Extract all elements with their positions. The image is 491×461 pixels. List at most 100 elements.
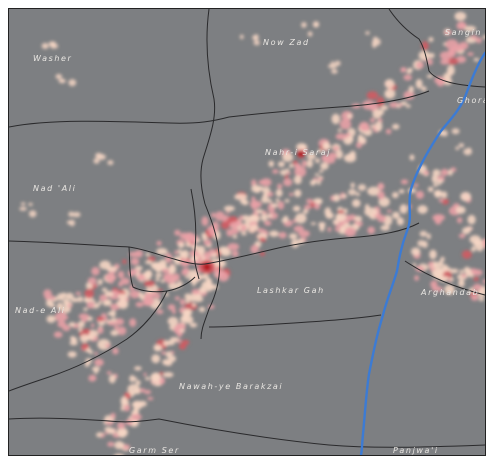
density-patch	[156, 309, 164, 315]
density-patch	[139, 388, 146, 393]
density-patch	[415, 190, 424, 199]
density-patch	[346, 113, 353, 119]
density-patch	[304, 204, 312, 210]
density-patch	[354, 215, 363, 222]
density-patch	[133, 401, 143, 410]
density-patch	[406, 69, 412, 74]
density-patch	[328, 152, 338, 160]
density-patch	[346, 229, 352, 234]
density-patch	[460, 191, 472, 202]
density-patch	[306, 159, 313, 168]
density-patch	[277, 161, 285, 168]
density-patch	[415, 265, 425, 272]
density-patch	[446, 65, 455, 76]
density-patch	[482, 279, 485, 284]
density-patch	[174, 250, 179, 255]
density-patch	[171, 308, 176, 315]
density-patch	[380, 225, 390, 231]
density-patch	[301, 160, 307, 168]
density-patch	[118, 429, 128, 438]
density-patch	[107, 311, 113, 316]
density-patch	[289, 233, 298, 240]
map-frame: Washer Now Zad Sangin Ghorak Nahr-i Sara…	[8, 8, 486, 456]
density-patch	[337, 210, 345, 214]
density-patch	[114, 325, 119, 330]
density-patch	[367, 186, 381, 196]
density-patch	[106, 371, 112, 375]
density-patch	[70, 297, 80, 303]
density-patch	[392, 211, 400, 219]
density-patch	[41, 42, 49, 50]
density-patch	[447, 169, 453, 176]
density-patch	[335, 133, 347, 140]
density-patch	[277, 183, 283, 190]
border-line	[228, 90, 430, 118]
density-patch	[106, 266, 118, 272]
density-patch	[213, 268, 219, 273]
density-patch	[482, 35, 485, 40]
density-patch	[55, 73, 63, 80]
density-patch	[75, 291, 82, 296]
density-map[interactable]: Washer Now Zad Sangin Ghorak Nahr-i Sara…	[9, 9, 485, 455]
density-patch	[241, 215, 250, 221]
density-patch	[240, 199, 246, 204]
density-patch	[384, 79, 395, 89]
density-patch	[284, 199, 290, 203]
density-patch	[55, 311, 67, 322]
density-patch	[322, 154, 330, 161]
density-patch	[320, 162, 329, 170]
density-patch	[192, 302, 196, 307]
density-patch	[136, 274, 146, 281]
density-patch	[384, 88, 396, 99]
density-patch	[259, 251, 265, 257]
density-patch	[129, 318, 137, 327]
density-patch	[361, 126, 370, 132]
density-patch	[104, 273, 117, 282]
density-patch	[314, 173, 320, 177]
hotspot-peak	[297, 151, 305, 157]
density-patch	[101, 313, 107, 318]
density-patch	[315, 158, 320, 164]
density-patch	[445, 39, 459, 50]
density-patch	[183, 315, 194, 324]
density-patch	[179, 232, 189, 240]
density-patch	[333, 194, 341, 202]
density-patch	[202, 234, 208, 241]
density-patch	[392, 192, 399, 199]
density-patch	[99, 294, 108, 302]
density-patch	[444, 30, 452, 35]
density-patch	[127, 270, 135, 277]
density-patch	[204, 282, 214, 289]
density-patch	[102, 300, 110, 306]
density-patch	[200, 276, 204, 280]
density-patch	[319, 223, 325, 232]
density-patch	[357, 184, 367, 191]
density-patch	[431, 174, 438, 184]
density-patch	[389, 101, 399, 108]
density-patch	[83, 307, 88, 311]
density-patch	[209, 231, 217, 237]
density-patch	[367, 226, 376, 235]
density-patch	[130, 257, 140, 266]
density-patch	[130, 413, 142, 421]
density-patch	[283, 178, 293, 187]
density-patch	[440, 191, 448, 199]
density-patch	[191, 280, 197, 284]
density-patch	[396, 217, 404, 226]
density-patch	[189, 322, 198, 328]
density-patch	[298, 230, 310, 238]
density-patch	[112, 347, 119, 355]
density-patch	[87, 277, 97, 285]
density-patch	[19, 206, 27, 211]
density-patch	[88, 374, 97, 382]
density-patch	[162, 359, 169, 366]
border-line	[200, 9, 216, 205]
density-patch	[79, 334, 89, 343]
density-patch	[88, 349, 93, 355]
density-patch	[313, 198, 323, 204]
density-patch	[409, 154, 415, 161]
density-patch	[43, 289, 52, 298]
density-patch	[327, 227, 332, 232]
density-patch	[134, 250, 143, 258]
density-patch	[423, 170, 430, 175]
